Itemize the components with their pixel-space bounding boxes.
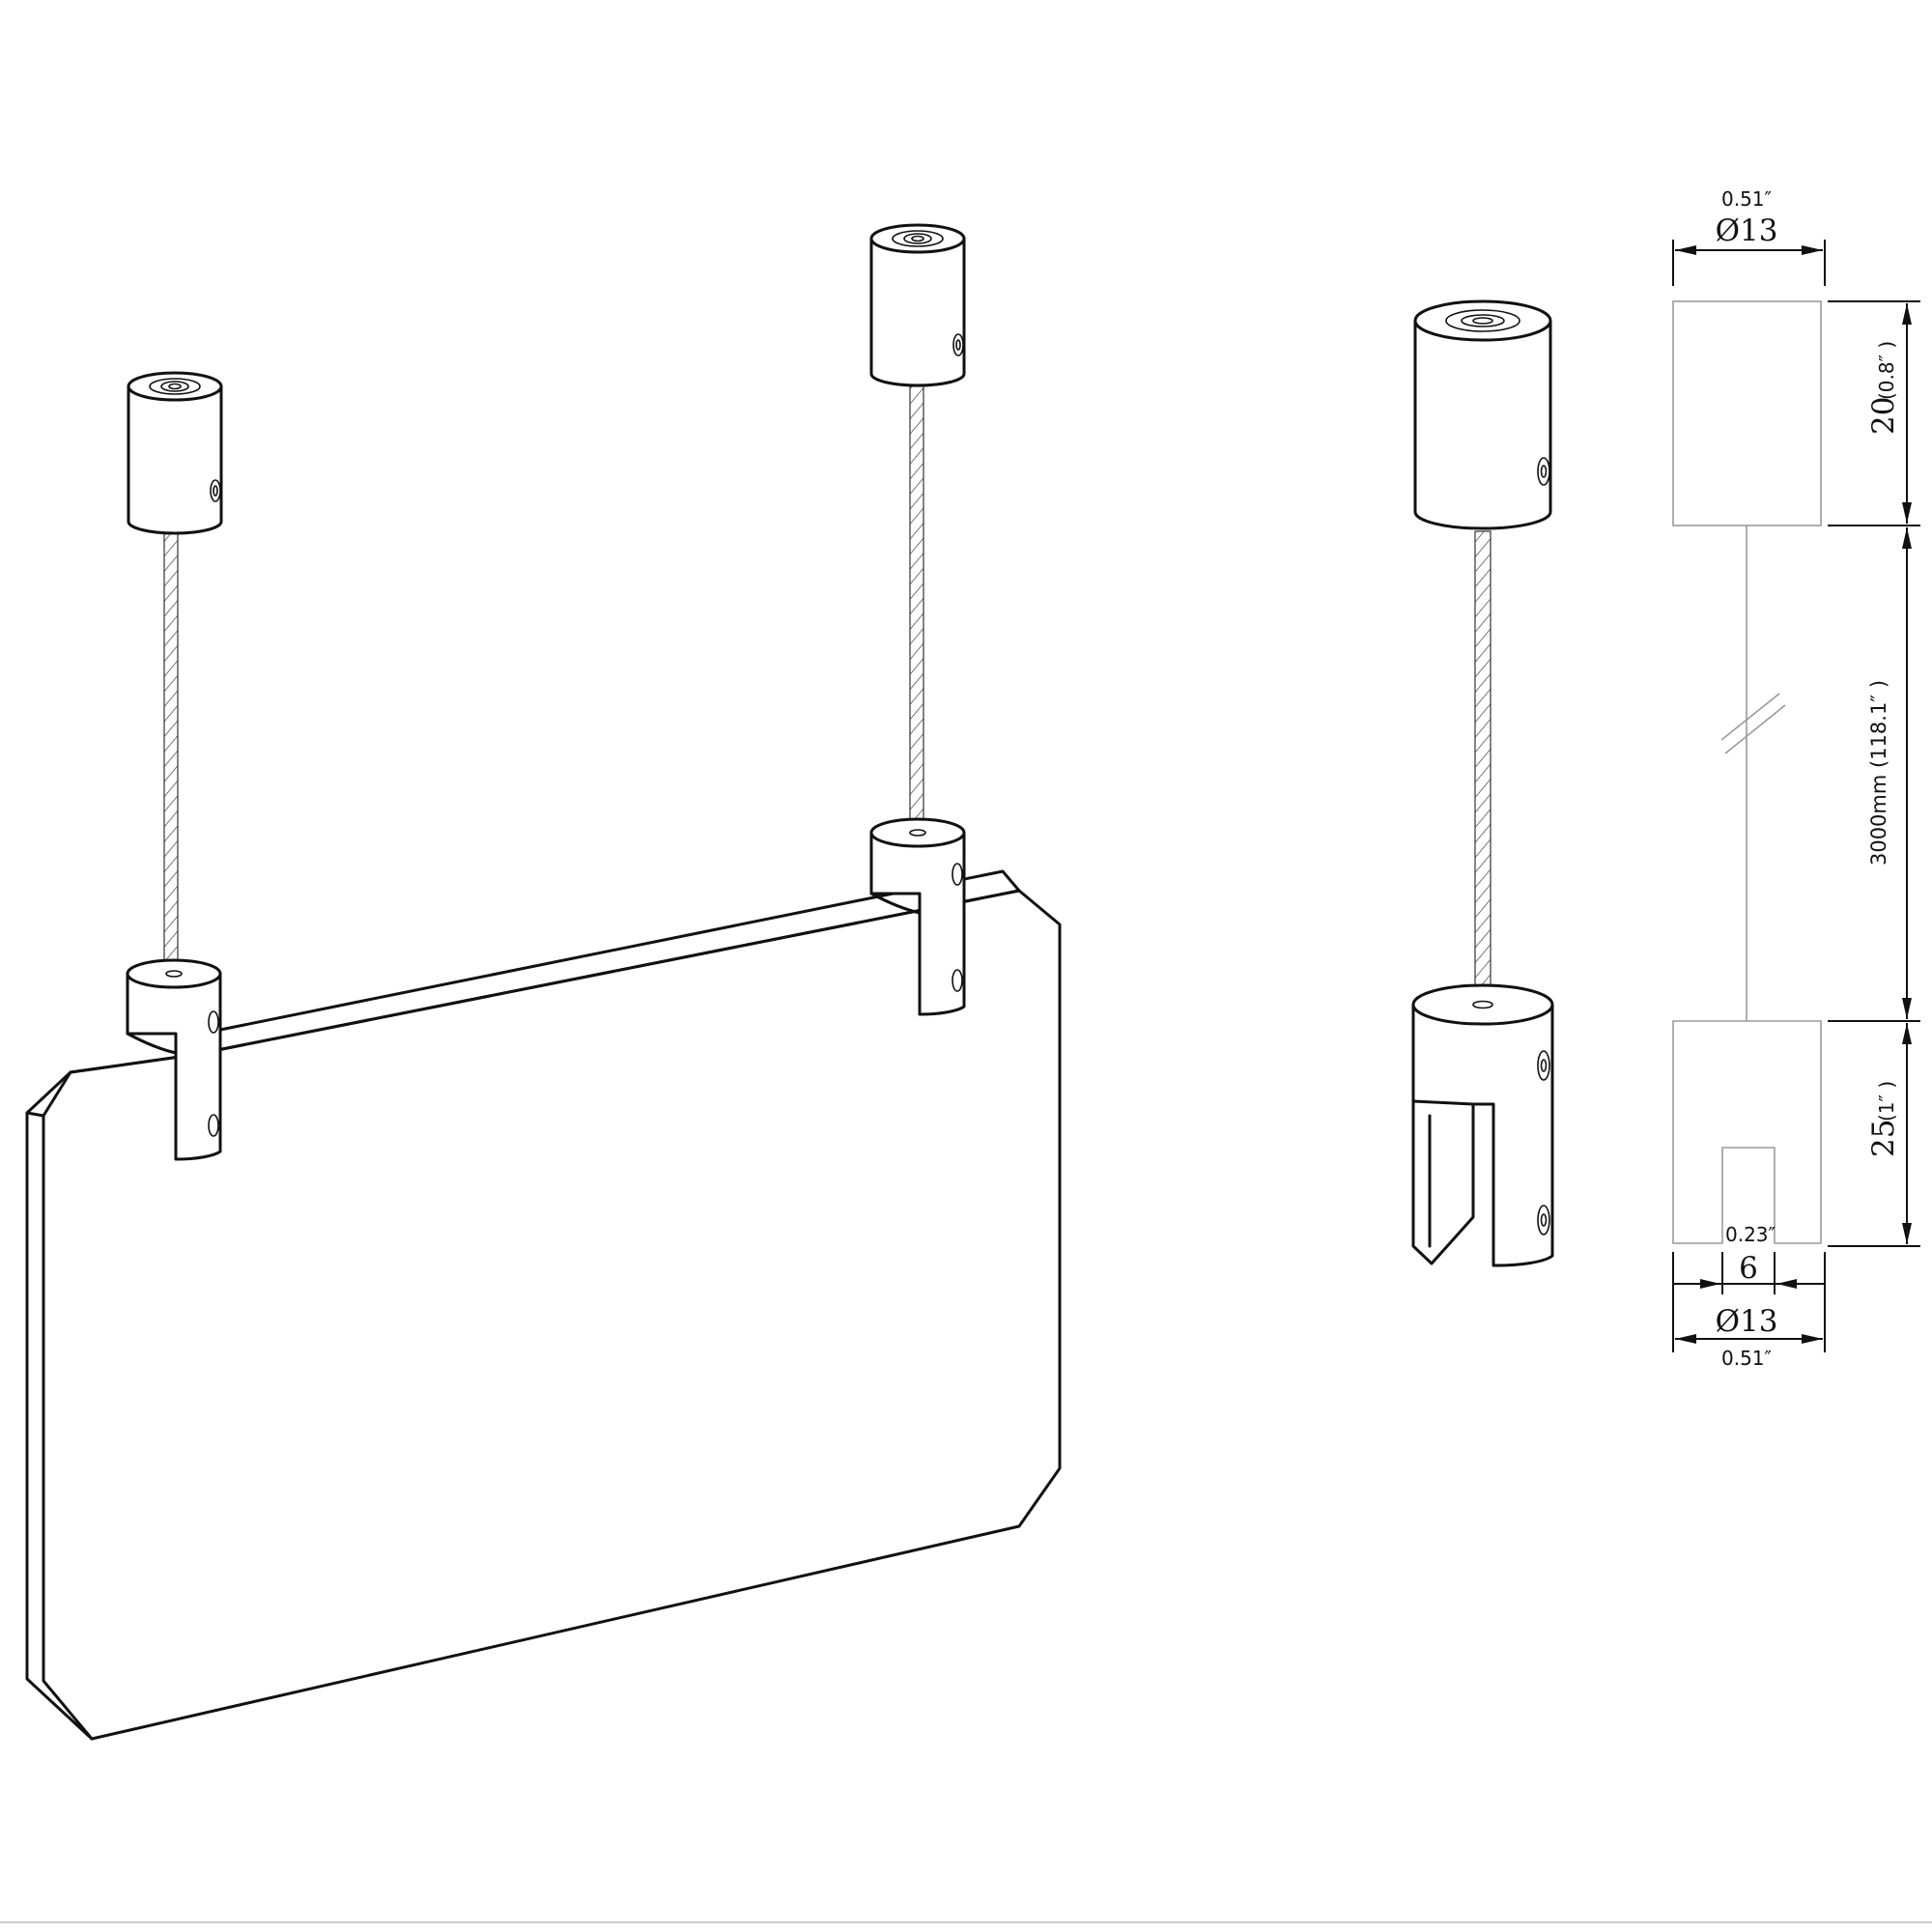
top-fitting-outline	[1672, 300, 1822, 526]
bottom-height-inch-label: (1″ )	[1875, 1081, 1898, 1122]
bottom-fitting-outline	[1672, 1020, 1822, 1244]
dimensioned-elevation: 0.51″ Ø13 20 (0.8″ ) 3000mm (118.1″ ) 25…	[1672, 187, 1920, 1370]
bottom-height-mm-label: 25	[1866, 1120, 1901, 1157]
top-height-mm-label: 20	[1866, 397, 1901, 435]
panel-assembly	[25, 223, 1062, 1741]
panel-clamp-right	[869, 817, 966, 1016]
break-mark-1	[1720, 693, 1780, 741]
break-mark-2	[1724, 704, 1786, 754]
slot-width-inch-label: 0.23″	[1725, 1223, 1776, 1246]
top-diameter-inch-label: 0.51″	[1721, 187, 1772, 211]
panel-top-edge-back	[218, 869, 1021, 1032]
cable-kit	[1474, 530, 1492, 1006]
panel-clamp-left	[126, 958, 222, 1161]
top-height-inch-label: (0.8″ )	[1875, 341, 1898, 400]
bottom-diameter-inch-label: 0.51″	[1721, 1347, 1772, 1370]
cable-right	[909, 385, 924, 820]
panel-edge	[25, 1070, 94, 1741]
hardware-kit-view	[1411, 299, 1554, 1267]
slot-width-mm-label: 6	[1739, 1251, 1758, 1286]
bottom-diameter-mm-label: Ø13	[1716, 1304, 1778, 1339]
ceiling-anchor-right	[869, 223, 966, 387]
panel-edge-inner	[25, 1111, 45, 1118]
panel-clamp-kit	[1411, 983, 1554, 1267]
ceiling-anchor-kit	[1413, 299, 1552, 530]
cable-length-label: 3000mm (118.1″ )	[1867, 680, 1890, 866]
top-diameter-mm-label: Ø13	[1716, 213, 1778, 248]
ceiling-anchor-left	[127, 371, 223, 535]
cable-left	[163, 530, 179, 975]
